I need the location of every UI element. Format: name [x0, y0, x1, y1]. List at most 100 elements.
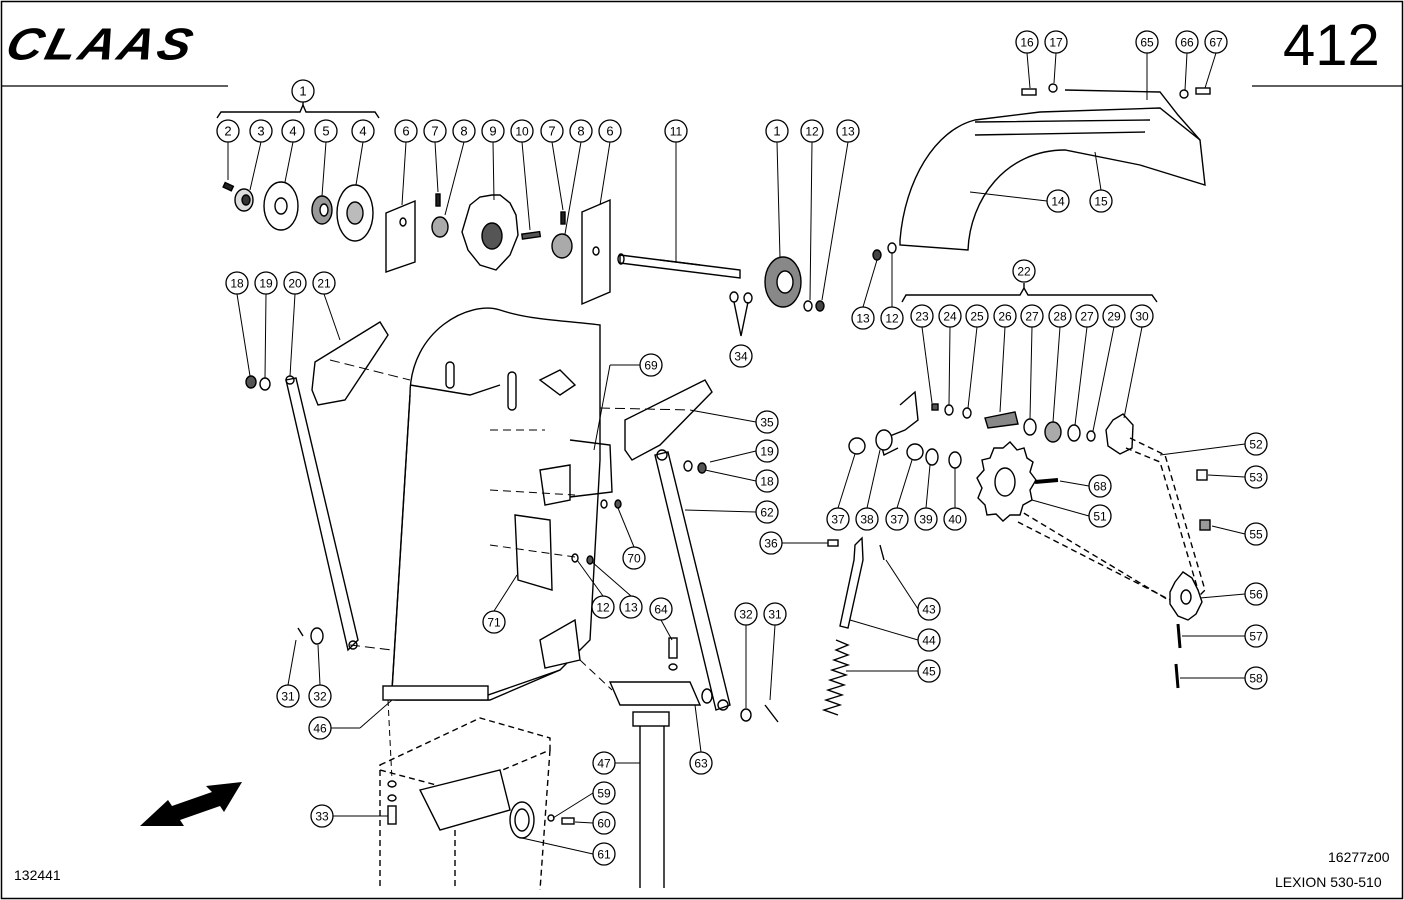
callout-label: 4 [359, 124, 366, 139]
callout-45: 45 [917, 659, 941, 683]
callout-circle [729, 344, 753, 368]
callout-35: 35 [755, 410, 779, 434]
callout-circle [1088, 474, 1112, 498]
callout-71: 71 [482, 610, 506, 634]
callout-circle [1102, 304, 1126, 328]
callout-12: 12 [800, 119, 824, 143]
part-drawings [216, 83, 1211, 891]
callout-18: 18 [755, 469, 779, 493]
sprocket-51 [976, 441, 1037, 522]
callout-label: 58 [1249, 672, 1263, 686]
callout-circle [917, 628, 941, 652]
callout-circle [938, 304, 962, 328]
callout-label: 18 [760, 475, 774, 489]
callout-53: 53 [1244, 465, 1268, 489]
callout-16: 16 [1015, 30, 1039, 54]
callout-label: 7 [548, 124, 555, 139]
drawing-code: 16277z00 [1328, 849, 1390, 865]
callout-label: 27 [1025, 310, 1039, 324]
callout-circle [1244, 432, 1268, 456]
callout-label: 56 [1249, 588, 1263, 602]
callout-circle [1048, 304, 1072, 328]
callout-6: 6 [598, 119, 622, 143]
callout-circle [755, 410, 779, 434]
callout-label: 6 [402, 124, 409, 139]
callout-circle [763, 602, 787, 626]
callout-37: 37 [885, 507, 909, 531]
callout-46: 46 [308, 716, 332, 740]
callout-label: 9 [489, 124, 496, 139]
callout-64: 64 [649, 597, 673, 621]
callout-65: 65 [1135, 30, 1159, 54]
callout-label: 39 [919, 513, 933, 527]
callout-label: 17 [1049, 36, 1063, 50]
callout-label: 13 [856, 312, 870, 326]
callout-label: 45 [922, 665, 936, 679]
callout-circle [510, 119, 534, 143]
callout-label: 35 [760, 416, 774, 430]
callout-label: 19 [259, 277, 273, 291]
callout-24: 24 [938, 304, 962, 328]
callout-circle [765, 119, 789, 143]
callout-label: 18 [230, 277, 244, 291]
callout-circle [569, 119, 593, 143]
callout-label: 14 [1051, 195, 1065, 209]
callout-label: 59 [597, 787, 611, 801]
callout-circle [225, 271, 249, 295]
callout-5: 5 [314, 119, 338, 143]
callout-circle [914, 507, 938, 531]
callout-62: 62 [755, 500, 779, 524]
callout-59: 59 [592, 781, 616, 805]
callout-circle [734, 602, 758, 626]
callout-circle [1130, 304, 1154, 328]
callout-27: 27 [1075, 304, 1099, 328]
callout-23: 23 [910, 304, 934, 328]
callout-67: 67 [1204, 30, 1228, 54]
callout-label: 28 [1053, 310, 1067, 324]
callout-label: 57 [1249, 630, 1263, 644]
callout-1: 1 [291, 79, 315, 103]
callout-circle [540, 119, 564, 143]
callout-1: 1 [765, 119, 789, 143]
callout-label: 12 [885, 312, 899, 326]
callout-8: 8 [452, 119, 476, 143]
callout-circle [1244, 666, 1268, 690]
callout-label: 3 [257, 124, 264, 139]
callout-circle [283, 271, 307, 295]
callout-14: 14 [1046, 189, 1070, 213]
callout-circle [1175, 30, 1199, 54]
callout-label: 67 [1209, 36, 1223, 50]
callout-label: 29 [1107, 310, 1121, 324]
callout-15: 15 [1089, 189, 1113, 213]
callout-26: 26 [993, 304, 1017, 328]
callout-circle [308, 716, 332, 740]
doc-number: 132441 [14, 867, 61, 883]
callout-13: 13 [836, 119, 860, 143]
callout-circle [452, 119, 476, 143]
callout-18: 18 [225, 271, 249, 295]
callout-12: 12 [880, 306, 904, 330]
callout-70: 70 [622, 546, 646, 570]
callout-47: 47 [592, 751, 616, 775]
callout-circle [314, 119, 338, 143]
callout-circle [917, 659, 941, 683]
callout-circle [291, 79, 315, 103]
callout-label: 22 [1017, 265, 1031, 279]
callout-circle [851, 306, 875, 330]
callout-32: 32 [734, 602, 758, 626]
callout-label: 40 [948, 513, 962, 527]
callout-69: 69 [639, 353, 663, 377]
callout-36: 36 [759, 531, 783, 555]
callout-label: 52 [1249, 438, 1263, 452]
callout-circle [216, 119, 240, 143]
callout-12: 12 [591, 595, 615, 619]
callout-25: 25 [965, 304, 989, 328]
callout-label: 13 [624, 601, 638, 615]
callout-13: 13 [619, 595, 643, 619]
callout-19: 19 [254, 271, 278, 295]
callout-label: 4 [289, 124, 296, 139]
callout-label: 34 [734, 350, 748, 364]
callout-circle [836, 119, 860, 143]
